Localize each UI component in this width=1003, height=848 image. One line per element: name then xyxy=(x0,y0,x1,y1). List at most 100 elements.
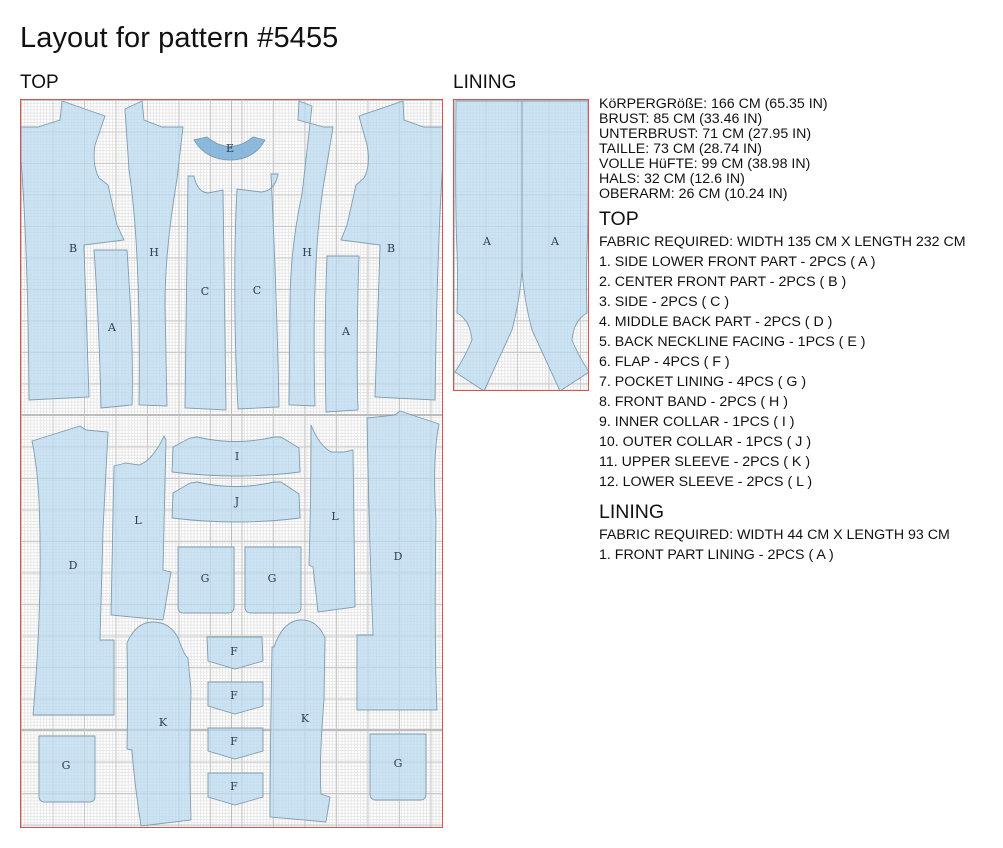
pattern-info-panel: KöRPERGRößE: 166 CM (65.35 IN) BRUST: 85… xyxy=(599,97,999,565)
top-layout-label: TOP xyxy=(20,72,59,93)
pattern-piece-g: G xyxy=(177,546,235,614)
piece-outline xyxy=(356,410,440,711)
pattern-piece-b: B xyxy=(340,100,442,401)
piece-label: F xyxy=(230,735,238,748)
top-fabric-required: FABRIC REQUIRED: WIDTH 135 CM X LENGTH 2… xyxy=(599,234,966,250)
piece-label: K xyxy=(159,716,168,729)
pattern-piece-d: D xyxy=(31,425,115,716)
lining-piece-list: 1. FRONT PART LINING - 2PCS ( A ) xyxy=(599,545,999,565)
measurement-underbust: UNTERBRUST: 71 CM (27.95 IN) xyxy=(599,126,812,142)
pattern-piece-i: I xyxy=(171,436,301,477)
piece-label: C xyxy=(253,284,261,297)
piece-outline xyxy=(171,436,301,477)
piece-outline xyxy=(269,619,331,823)
lining-heading: LINING xyxy=(599,501,665,523)
piece-outline xyxy=(288,100,334,407)
pattern-piece-j: J xyxy=(171,481,301,523)
measurement-waist: TAILLE: 73 CM (28.74 IN) xyxy=(599,141,762,157)
piece-outline xyxy=(184,175,227,411)
pattern-piece-h: H xyxy=(288,100,334,407)
pattern-piece-c: C xyxy=(234,173,280,410)
body-measurements: KöRPERGRößE: 166 CM (65.35 IN) BRUST: 85… xyxy=(599,97,999,202)
pattern-piece-a: A xyxy=(324,255,360,413)
pattern-piece-h: H xyxy=(124,100,184,407)
piece-outline xyxy=(193,136,266,161)
piece-outline xyxy=(177,546,235,614)
piece-label: C xyxy=(201,285,209,298)
piece-outline xyxy=(207,727,264,760)
piece-list-item: 5. BACK NECKLINE FACING - 1PCS ( E ) xyxy=(599,334,866,350)
piece-label: D xyxy=(394,550,403,563)
piece-outline xyxy=(21,100,125,401)
piece-list-item: 4. MIDDLE BACK PART - 2PCS ( D ) xyxy=(599,314,833,330)
piece-label: J xyxy=(234,495,239,508)
pattern-piece-k: K xyxy=(269,619,331,823)
piece-list-item: 9. INNER COLLAR - 1PCS ( I ) xyxy=(599,414,795,430)
piece-label: F xyxy=(230,645,238,658)
piece-list-item: 1. FRONT PART LINING - 2PCS ( A ) xyxy=(599,547,834,563)
piece-list-item: 10. OUTER COLLAR - 1PCS ( J ) xyxy=(599,434,812,450)
pattern-piece-a: A xyxy=(454,100,523,390)
piece-list-item: 8. FRONT BAND - 2PCS ( H ) xyxy=(599,394,788,410)
piece-outline xyxy=(308,424,356,613)
pattern-piece-d: D xyxy=(356,410,440,711)
pattern-piece-g: G xyxy=(369,733,427,801)
piece-outline xyxy=(454,100,523,390)
lining-fabric-required: FABRIC REQUIRED: WIDTH 44 CM X LENGTH 93… xyxy=(599,527,950,543)
pattern-piece-k: K xyxy=(126,621,192,827)
piece-list-item: 2. CENTER FRONT PART - 2PCS ( B ) xyxy=(599,274,847,290)
piece-label: G xyxy=(394,757,403,770)
piece-outline xyxy=(234,173,280,410)
piece-label: I xyxy=(235,450,239,463)
pattern-piece-b: B xyxy=(21,100,125,401)
piece-label: H xyxy=(302,246,312,259)
pattern-piece-g: G xyxy=(244,546,302,614)
piece-label: G xyxy=(201,572,210,585)
piece-list-item: 3. SIDE - 2PCS ( C ) xyxy=(599,294,730,310)
measurement-upper-arm: OBERARM: 26 CM (10.24 IN) xyxy=(599,186,788,202)
top-piece-list: 1. SIDE LOWER FRONT PART - 2PCS ( A ) 2.… xyxy=(599,252,999,492)
piece-label: H xyxy=(149,246,159,259)
measurement-hip: VOLLE HüFTE: 99 CM (38.98 IN) xyxy=(599,156,811,172)
piece-list-item: 6. FLAP - 4PCS ( F ) xyxy=(599,354,730,370)
piece-outline xyxy=(124,100,184,407)
piece-label: A xyxy=(550,235,560,248)
piece-outline xyxy=(244,546,302,614)
piece-list-item: 1. SIDE LOWER FRONT PART - 2PCS ( A ) xyxy=(599,254,876,270)
piece-label: F xyxy=(230,780,238,793)
piece-label: E xyxy=(226,142,234,155)
lining-layout-label: LINING xyxy=(453,72,517,93)
piece-outline xyxy=(110,434,172,621)
pattern-piece-a: A xyxy=(521,100,588,390)
piece-outline xyxy=(340,100,442,401)
piece-outline xyxy=(207,772,264,806)
piece-list-item: 11. UPPER SLEEVE - 2PCS ( K ) xyxy=(599,454,811,470)
pattern-piece-l: L xyxy=(110,434,172,621)
page-title: Layout for pattern #5455 xyxy=(20,22,339,54)
measurement-height: KöRPERGRößE: 166 CM (65.35 IN) xyxy=(599,96,828,112)
piece-label: L xyxy=(134,514,142,527)
piece-outline xyxy=(207,681,264,715)
pattern-piece-f: F xyxy=(207,772,264,806)
measurement-neck: HALS: 32 CM (12.6 IN) xyxy=(599,171,745,187)
pattern-piece-g: G xyxy=(38,735,96,803)
piece-outline xyxy=(369,733,427,801)
piece-outline xyxy=(31,425,115,716)
piece-label: K xyxy=(301,712,310,725)
measurement-bust: BRUST: 85 CM (33.46 IN) xyxy=(599,111,763,127)
piece-outline xyxy=(126,621,192,827)
piece-list-item: 7. POCKET LINING - 4PCS ( G ) xyxy=(599,374,807,390)
piece-outline xyxy=(171,481,301,523)
piece-outline xyxy=(206,636,264,670)
piece-label: B xyxy=(387,242,395,255)
piece-outline xyxy=(521,100,588,390)
pattern-piece-f: F xyxy=(206,636,264,670)
piece-label: D xyxy=(69,559,78,572)
pattern-piece-e: E xyxy=(193,136,266,161)
piece-label: A xyxy=(341,325,351,338)
piece-label: A xyxy=(107,321,117,334)
